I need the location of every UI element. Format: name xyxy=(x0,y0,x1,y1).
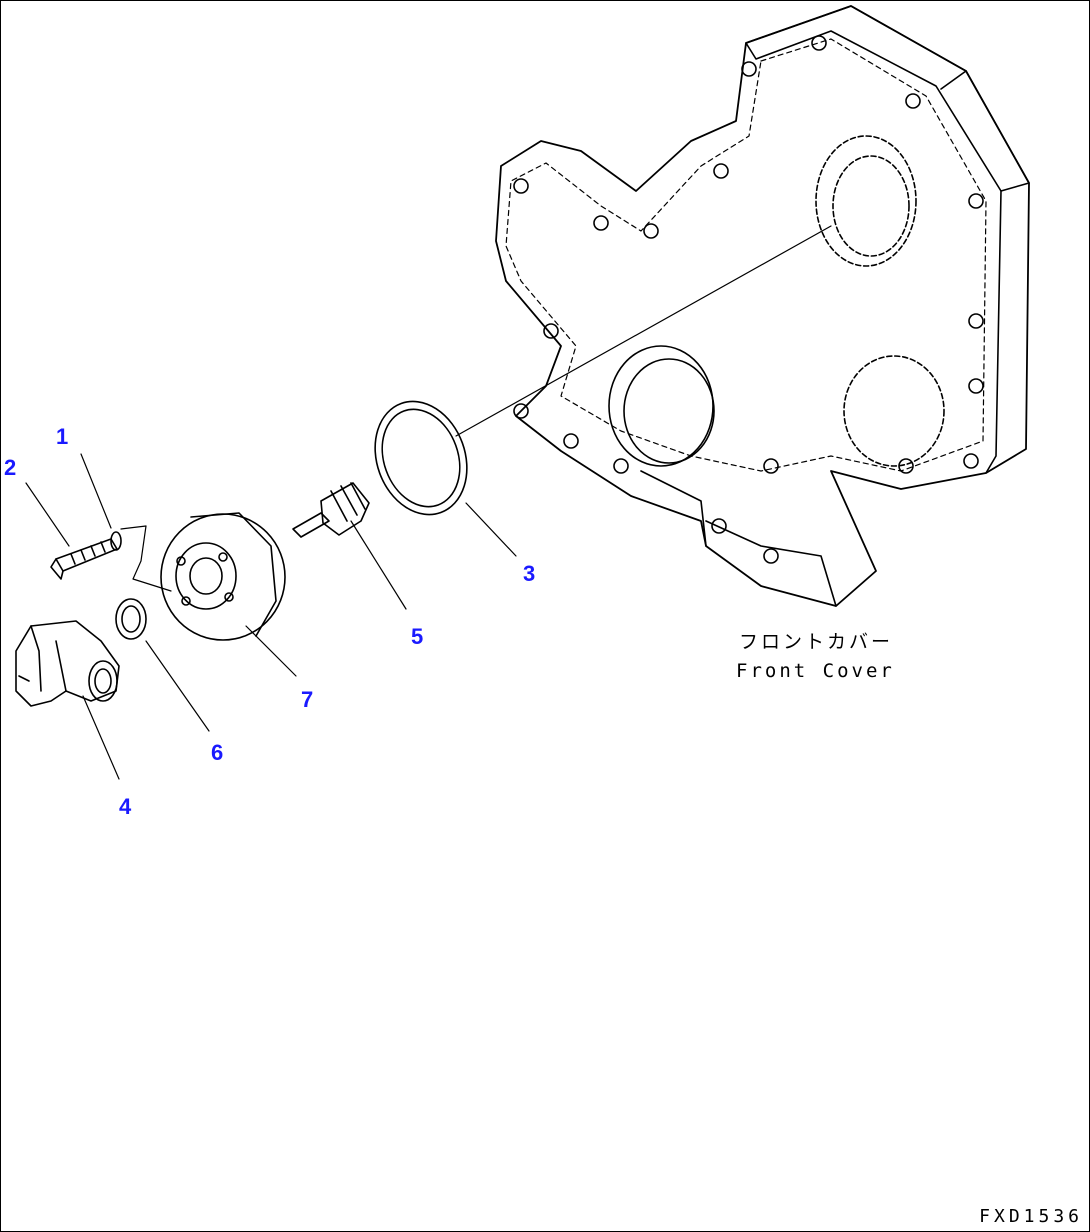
seal-to-cover-line xyxy=(455,225,832,437)
leader-5 xyxy=(350,520,407,610)
callout-6: 6 xyxy=(211,740,224,765)
leader-3 xyxy=(465,502,517,557)
leader-4 xyxy=(82,695,120,780)
bolt-part xyxy=(50,538,118,580)
caption-japanese: フロントカバー xyxy=(739,631,894,653)
callout-3: 3 xyxy=(523,561,536,586)
callout-4: 4 xyxy=(119,794,132,819)
caption-english: Front Cover xyxy=(736,660,895,682)
leader-lines xyxy=(25,225,832,780)
callout-2: 2 xyxy=(4,455,17,480)
callout-5: 5 xyxy=(411,624,424,649)
figure-code: FXD1536 xyxy=(979,1206,1083,1227)
callout-1: 1 xyxy=(56,424,69,449)
housing-part xyxy=(15,620,120,707)
seal-ring-part xyxy=(374,400,468,516)
leader-2 xyxy=(25,482,70,547)
leader-6 xyxy=(145,640,210,732)
leader-1 xyxy=(80,453,112,529)
callout-7: 7 xyxy=(301,687,314,712)
o-ring-part xyxy=(115,598,147,640)
bolt-axis-line xyxy=(120,525,172,592)
washer-part xyxy=(110,531,122,551)
leader-7 xyxy=(245,625,297,677)
pulley-part xyxy=(160,512,286,641)
drive-shaft-part xyxy=(292,482,370,538)
front-cover-part xyxy=(495,5,1030,607)
